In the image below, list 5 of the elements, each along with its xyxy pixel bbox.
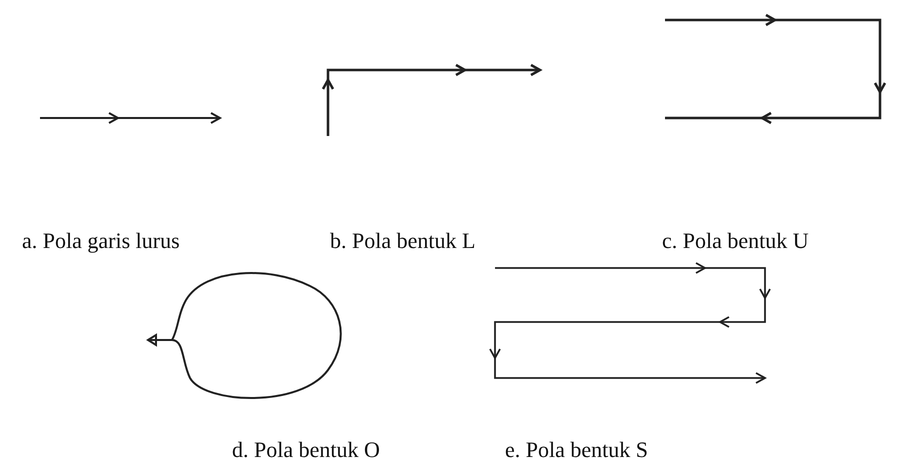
pattern-caption: b. Pola bentuk L xyxy=(330,228,476,254)
pattern-caption: c. Pola bentuk U xyxy=(662,228,809,254)
pattern-caption: a. Pola garis lurus xyxy=(22,228,180,254)
pattern-caption: d. Pola bentuk O xyxy=(232,437,380,463)
pattern-caption: e. Pola bentuk S xyxy=(505,437,648,463)
